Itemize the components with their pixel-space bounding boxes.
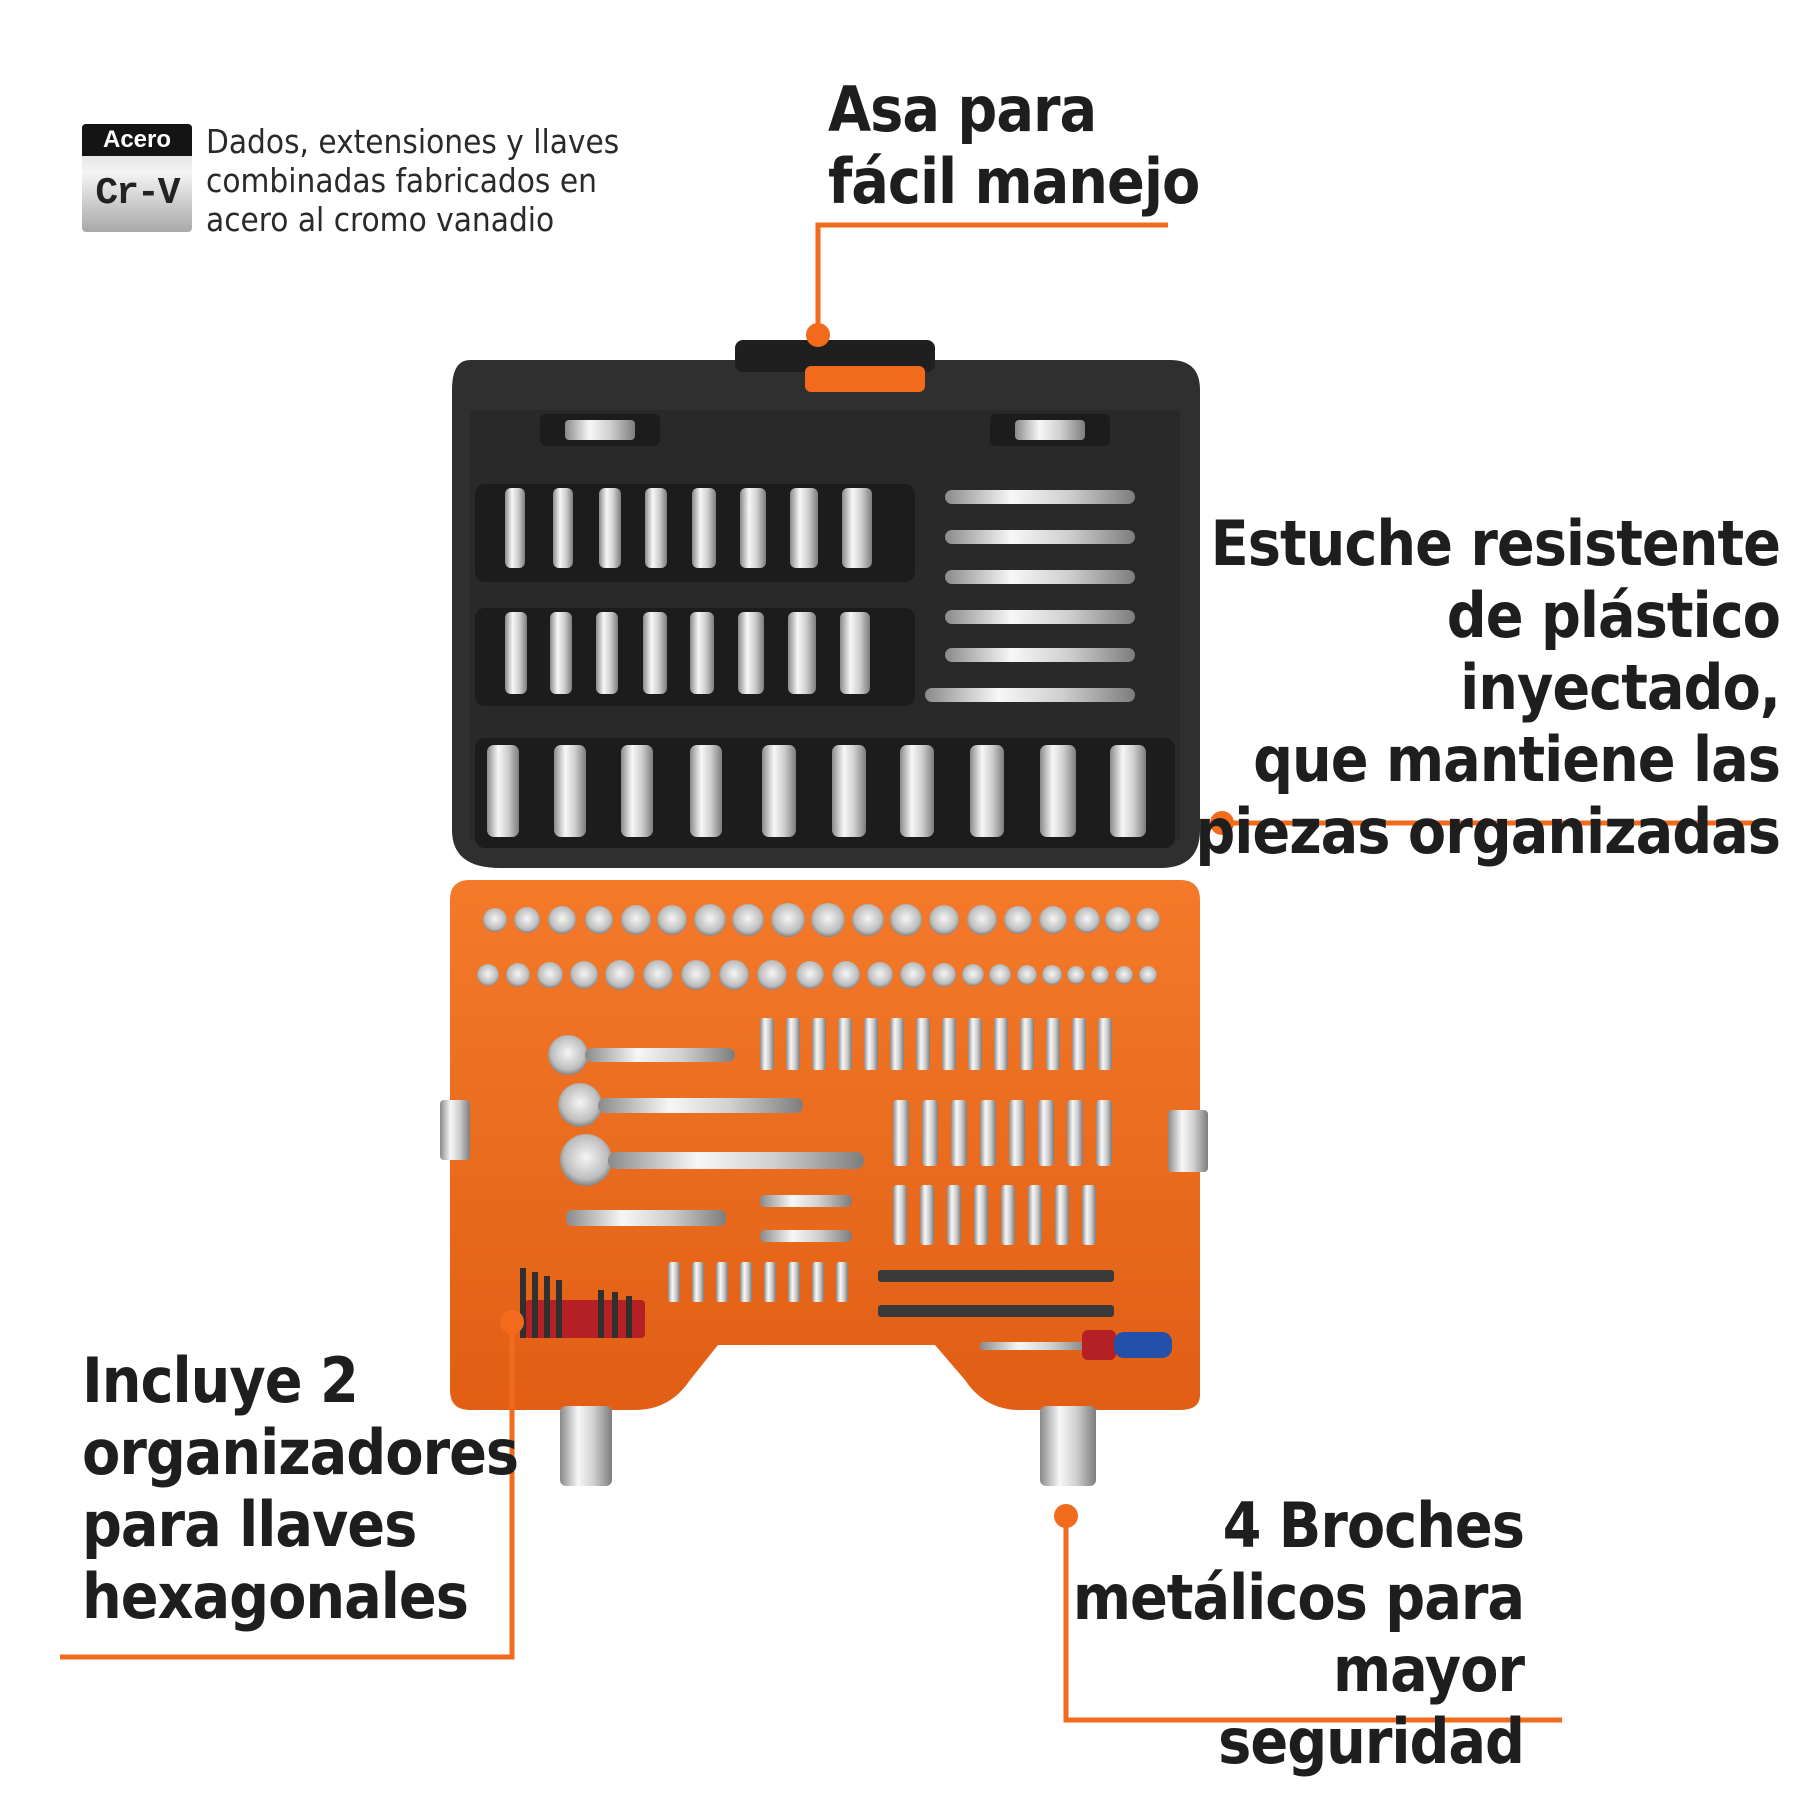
ratchets-and-extensions [548,1035,864,1242]
callout-lines [60,222,1770,1723]
clasp-callout-line [1063,1516,1562,1723]
case-callout-dot-icon [1210,811,1234,835]
callout-dots [500,323,1234,1528]
case-callout-text: Estuche resistente de plástico inyectado… [1195,507,1781,868]
hex-key-organizer [520,1268,645,1338]
deep-sockets-row-1 [505,488,872,568]
metal-clasps [560,1406,1096,1486]
sockets-top-rows [477,903,1160,990]
hex-callout-dot-icon [500,1310,524,1334]
deep-sockets-row-2 [505,612,870,694]
badge-steel-label: Acero [82,124,192,156]
deep-sockets-row-3 [487,745,1146,837]
handle-callout-text: Asa para fácil manejo [828,73,1200,218]
clasps-callout-text: 4 Broches metálicos para mayor seguridad [1072,1489,1525,1778]
chromium-vanadium-badge-icon: Acero Cr-V [82,124,192,232]
steel-description: Dados, extensiones y llaves combinadas f… [206,122,620,239]
hex-callout-line [60,1322,515,1660]
handle-callout-line [815,222,1168,335]
hex-organizer-callout-text: Incluye 2 organizadores para llaves hexa… [82,1344,519,1633]
handle-callout-dot-icon [806,323,830,347]
combination-wrenches [925,490,1135,702]
screwdriver [980,1330,1172,1360]
bit-sockets [668,1018,1114,1317]
clasp-callout-dot-icon [1054,1504,1078,1528]
badge-crv-label: Cr-V [95,172,180,215]
